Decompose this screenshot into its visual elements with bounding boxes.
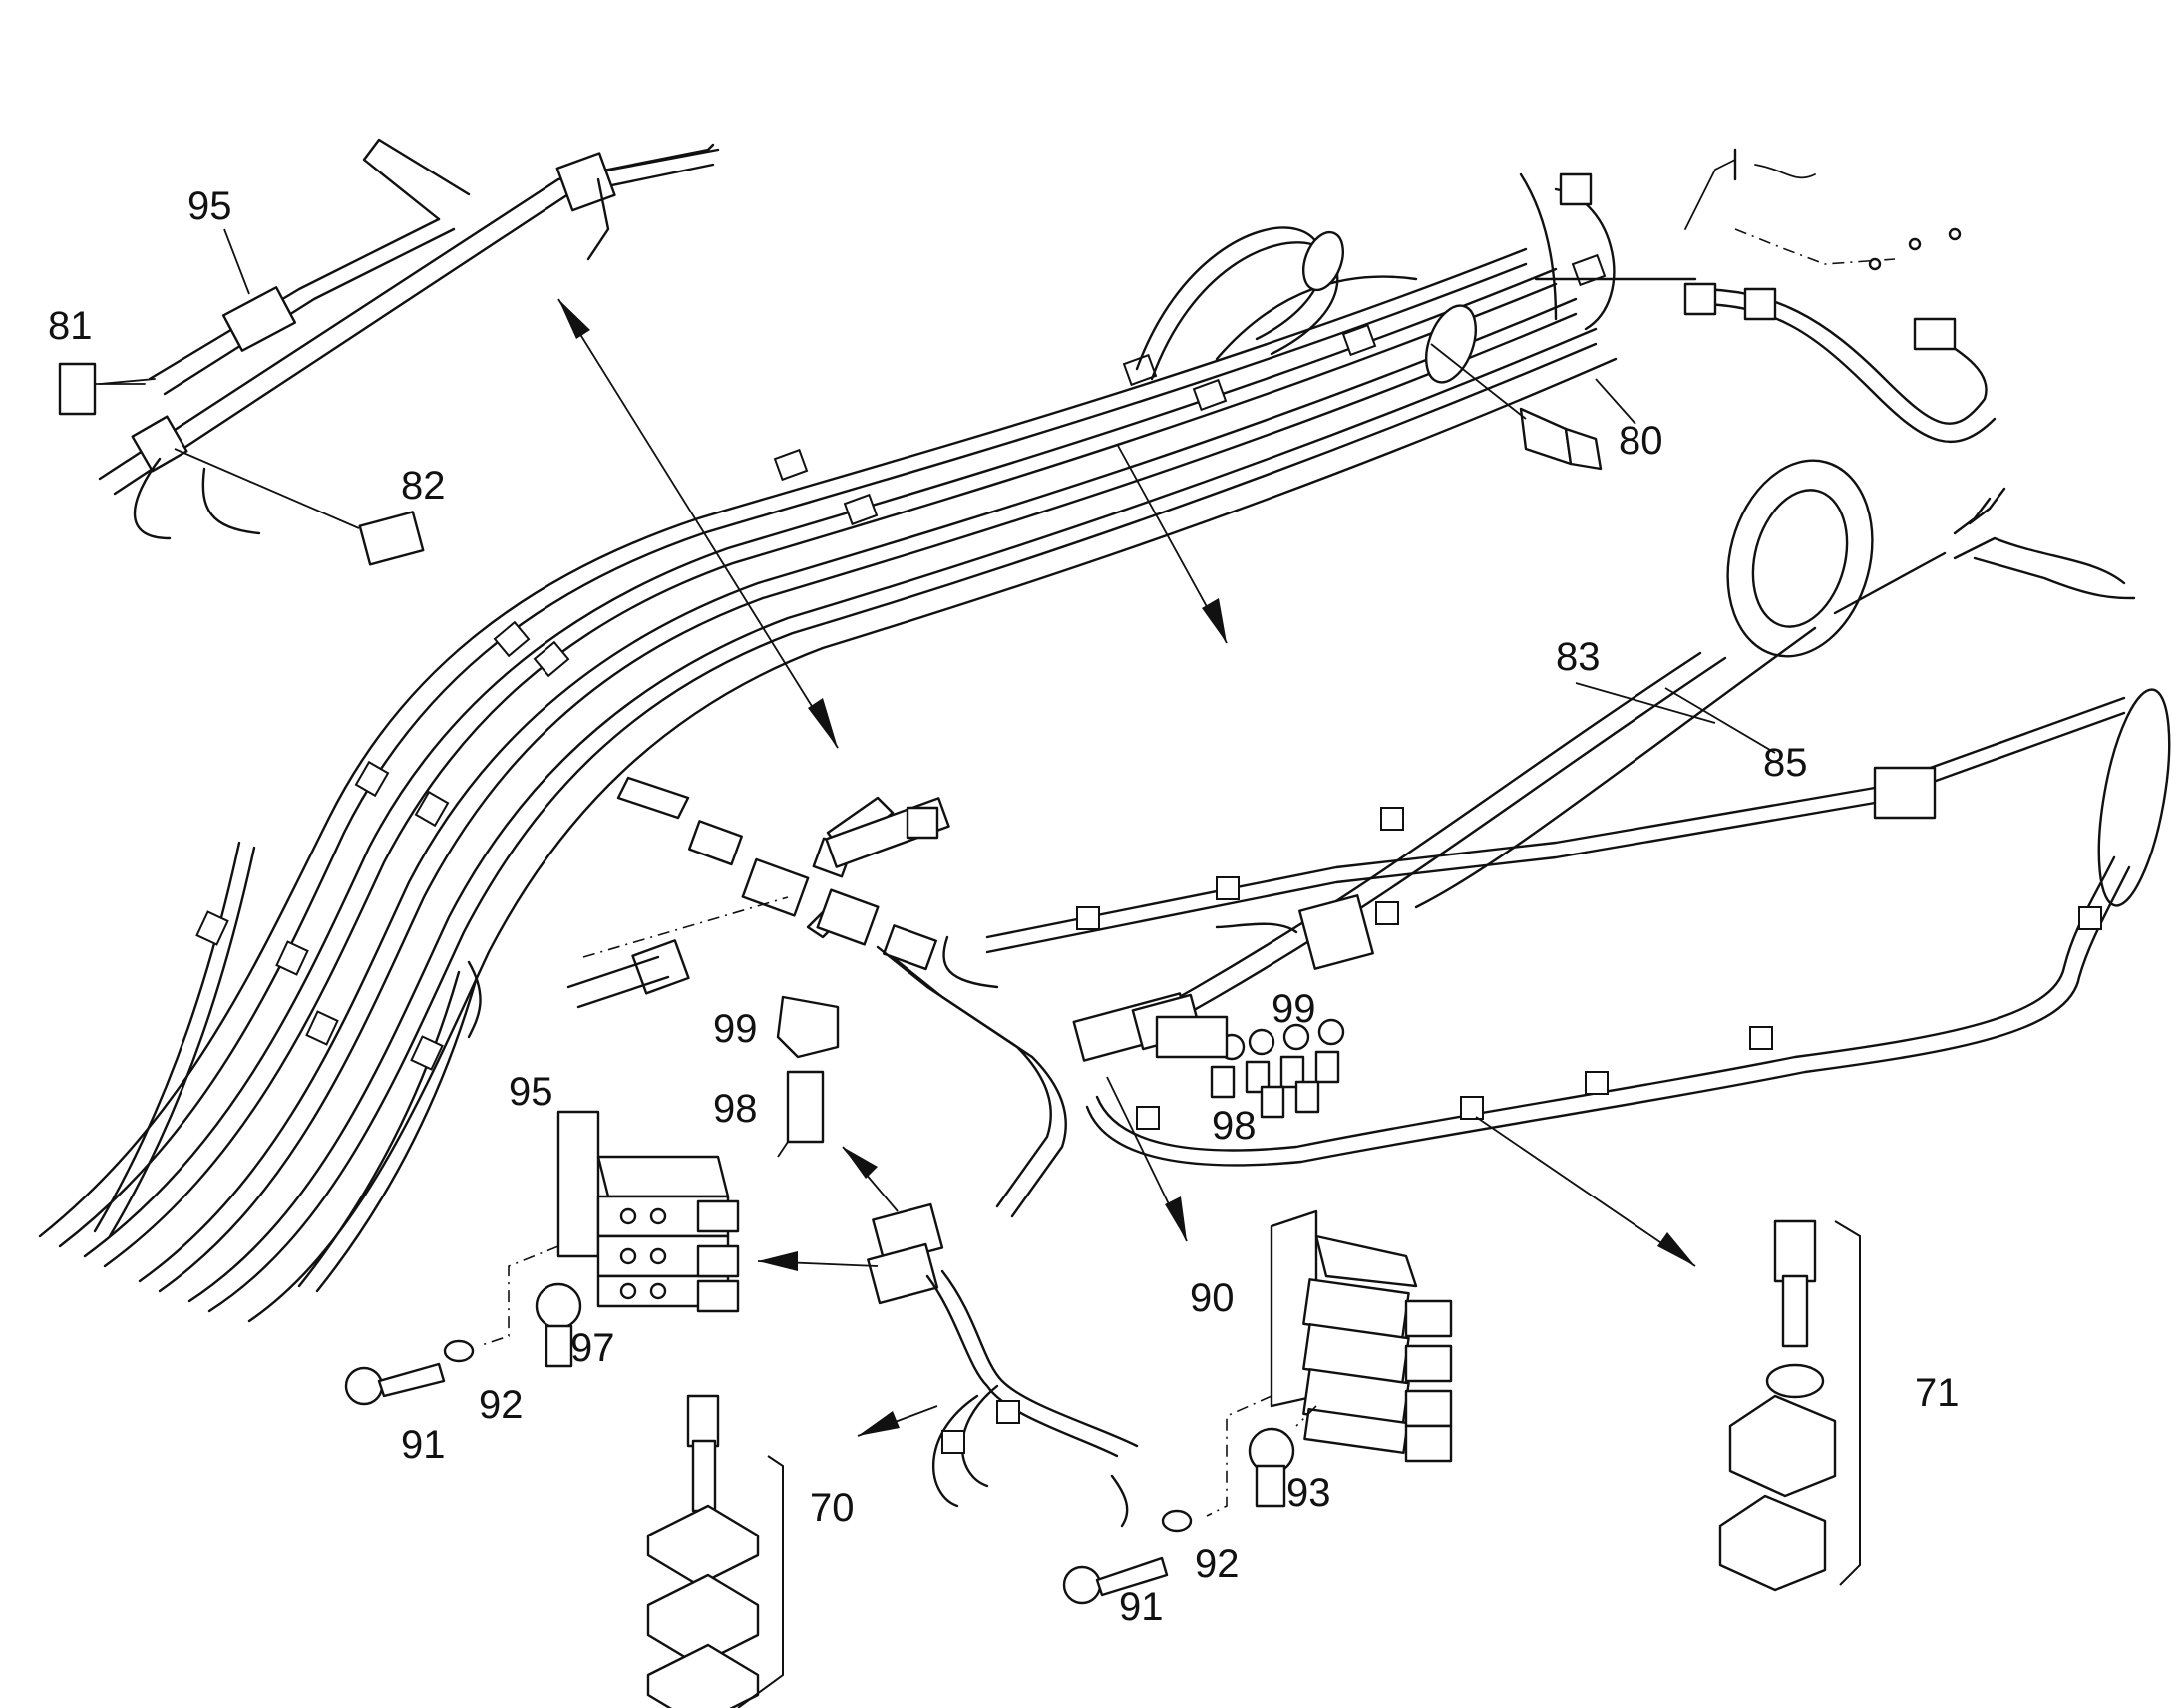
clamp-kit-71 [1718, 1219, 1861, 1592]
right-fittings-cluster [1155, 1015, 1345, 1119]
callout-labels: 95 81 82 80 83 85 99 98 95 97 92 91 70 9… [48, 184, 1960, 1629]
callout-92-right: 92 [1195, 1542, 1240, 1586]
callout-97: 97 [570, 1326, 615, 1370]
washer-92-right-icon [1161, 1509, 1193, 1533]
callout-99-mid: 99 [713, 1007, 758, 1051]
right-pipe-run [942, 459, 2171, 1167]
callout-82: 82 [401, 464, 446, 508]
bolt-91-icon [344, 1366, 384, 1406]
boom-clamps [195, 253, 1607, 1071]
bolt-91-right-icon [1062, 1565, 1102, 1605]
callout-71: 71 [1915, 1371, 1960, 1415]
callout-85: 85 [1763, 741, 1808, 785]
callout-95-top: 95 [187, 184, 232, 228]
fitting-81-icon [58, 362, 97, 416]
cross-fitting-detail [566, 776, 1067, 1218]
fitting-82-icon [358, 511, 425, 566]
callout-70: 70 [810, 1486, 855, 1530]
callout-93: 93 [1286, 1471, 1331, 1515]
callout-99-right: 99 [1272, 987, 1316, 1031]
fitting-80-icon [1519, 407, 1573, 466]
right-valve-block [1206, 1209, 1453, 1517]
fitting-98-icon [786, 1070, 825, 1144]
loose-fittings [58, 343, 1603, 1605]
callout-92-left: 92 [479, 1383, 524, 1427]
fitting-99-icon [776, 995, 840, 1059]
callout-91-right: 91 [1119, 1585, 1164, 1629]
callout-90: 90 [1190, 1276, 1235, 1320]
callout-98-right: 98 [1212, 1104, 1257, 1148]
clamp-kit-70 [646, 1394, 784, 1708]
upper-left-pipe-assembly [98, 138, 720, 540]
callout-81: 81 [48, 304, 93, 348]
center-manifold [867, 1202, 1139, 1528]
boom-hose-bundle [38, 247, 1618, 1323]
callout-80: 80 [1619, 419, 1663, 463]
arrows [223, 228, 1776, 1437]
center-valve-block [478, 1110, 740, 1368]
callout-83: 83 [1556, 635, 1601, 679]
callout-95-mid: 95 [509, 1070, 553, 1114]
upper-right-hose-loops [1135, 148, 1997, 444]
callout-98-mid: 98 [713, 1087, 758, 1131]
washer-92-icon [443, 1339, 475, 1363]
callout-91-left: 91 [401, 1423, 446, 1467]
